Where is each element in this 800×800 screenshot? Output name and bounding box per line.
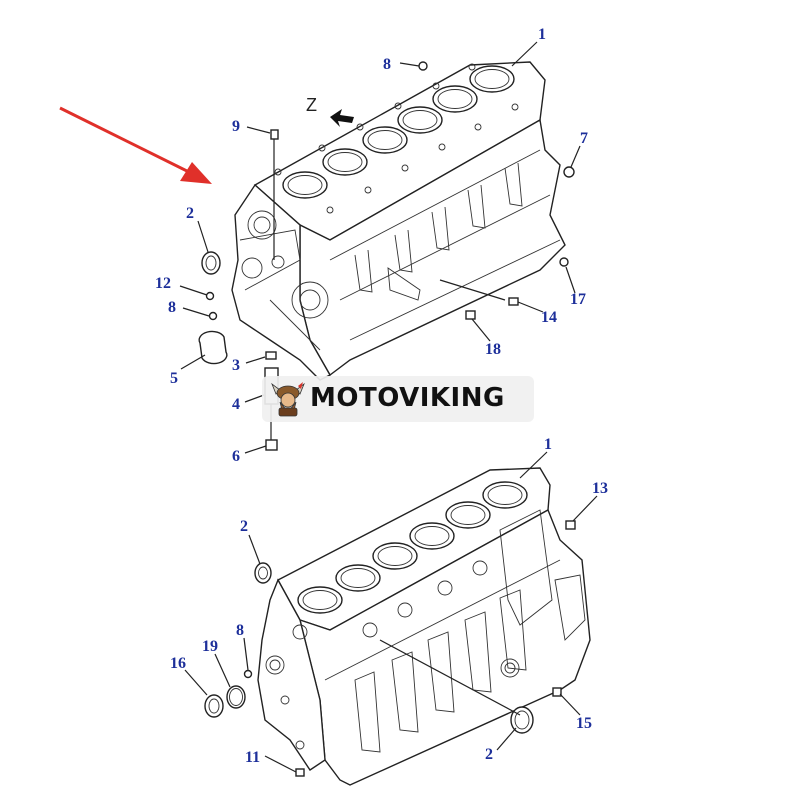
callout-label: 19 <box>202 638 218 655</box>
callout-label: 14 <box>541 309 557 326</box>
cylinder-bore <box>335 564 381 592</box>
cylinder-bore <box>409 522 455 550</box>
plug <box>204 694 224 718</box>
cylinder-bore <box>362 126 408 154</box>
callout-label: 5 <box>170 370 178 387</box>
bottom-leader-lines <box>184 451 598 773</box>
callout-label: 2 <box>186 205 194 222</box>
callout-label: 1 <box>538 26 546 43</box>
cylinder-bore <box>469 65 515 93</box>
callout-label: 9 <box>232 118 240 135</box>
cylinder-bore <box>297 586 343 614</box>
viking-logo-icon <box>271 382 305 417</box>
callout-label: 2 <box>485 746 493 763</box>
top-leader-lines <box>179 41 581 454</box>
callout-label: 2 <box>240 518 248 535</box>
callout-label: 12 <box>155 275 171 292</box>
callout-label: 1 <box>544 436 552 453</box>
pointer-arrow-icon <box>59 106 212 184</box>
top-callouts: 1 8 7 9 2 12 8 5 3 4 6 17 14 18 <box>155 26 588 465</box>
callout-label: 3 <box>232 357 240 374</box>
expansion-plug <box>254 562 272 584</box>
cylinder-bore <box>445 501 491 529</box>
cylinder-bore <box>282 171 328 199</box>
callout-label: 6 <box>232 448 240 465</box>
cylinder-bore <box>397 106 443 134</box>
bushing <box>198 330 228 365</box>
callout-label: 13 <box>592 480 608 497</box>
brand-watermark: MOTOVIKING <box>262 376 534 422</box>
callout-label: 18 <box>485 341 501 358</box>
callout-label: 11 <box>245 749 260 766</box>
cylinder-bore <box>322 148 368 176</box>
expansion-plug <box>201 251 221 275</box>
engine-block-top <box>231 61 566 381</box>
callout-label: 8 <box>383 56 391 73</box>
callout-label: 15 <box>576 715 592 732</box>
bolt-9 <box>270 129 279 140</box>
callout-label: 7 <box>580 130 588 147</box>
view-arrow-icon <box>330 109 354 127</box>
cylinder-bore <box>482 481 528 509</box>
callout-label: 4 <box>232 396 240 413</box>
callout-label: 8 <box>236 622 244 639</box>
callout-label: 16 <box>170 655 186 672</box>
bottom-callouts: 1 13 2 8 19 16 11 15 2 <box>170 436 608 766</box>
callout-label: 17 <box>570 291 586 308</box>
engine-block-bottom <box>257 467 591 786</box>
callout-label: 8 <box>168 299 176 316</box>
brand-name: MOTOVIKING <box>310 383 505 413</box>
view-z-marker: Z <box>306 95 354 127</box>
cylinder-bore <box>372 542 418 570</box>
cylinder-bore <box>432 85 478 113</box>
view-marker-label: Z <box>306 95 317 115</box>
bottom-loose-parts <box>204 520 576 777</box>
